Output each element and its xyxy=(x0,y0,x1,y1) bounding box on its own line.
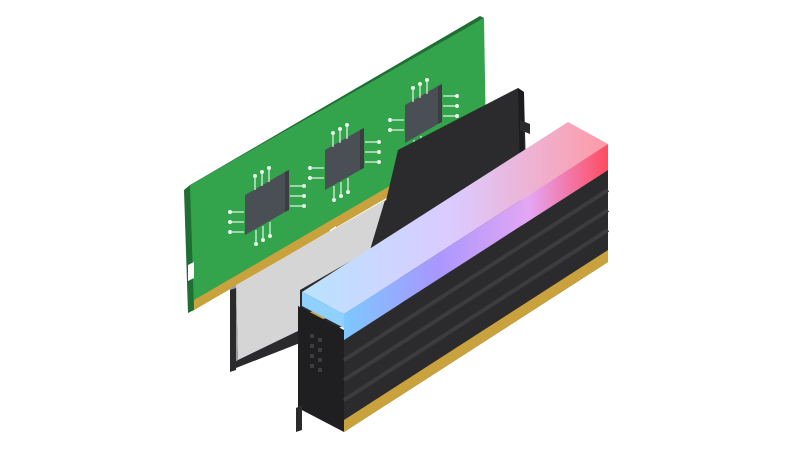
memory-chip-icon xyxy=(388,78,459,154)
rgb-lightbar-top xyxy=(302,122,608,314)
rgb-dimm-contacts xyxy=(344,250,608,432)
memory-chip-icon xyxy=(308,123,381,202)
memory-chip-icon xyxy=(228,166,306,246)
spreader-light-panel xyxy=(236,200,385,360)
rgb-dark-body xyxy=(344,170,608,432)
rgb-lightbar-front xyxy=(302,292,344,328)
spreader-dark-panel xyxy=(370,88,526,250)
rgb-dimm-module xyxy=(296,122,610,432)
